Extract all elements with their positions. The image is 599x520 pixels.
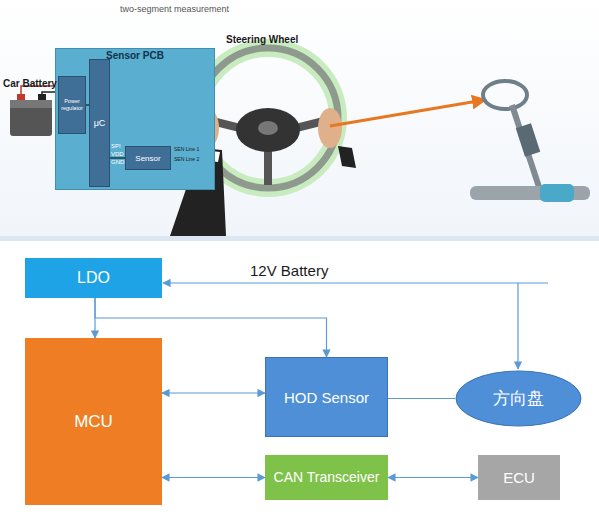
sensor-pcb: Sensor PCB Power regulator μC Sensor — [55, 48, 215, 190]
supply-wire — [163, 282, 548, 283]
node-text: Sensor PCB — [106, 50, 164, 61]
illustration-background — [0, 0, 599, 236]
battery-body — [10, 100, 52, 136]
signal-name: GND — [111, 159, 124, 165]
connector-line — [162, 477, 265, 478]
pointer-arrow — [330, 100, 484, 126]
supply-label: 12V Battery — [250, 262, 328, 279]
signal-name: SPI — [111, 143, 121, 149]
signal-name: SEN Line 2 — [174, 156, 199, 162]
microcontroller-chip: μC — [89, 59, 110, 187]
sensor-box: HOD Sensor — [265, 357, 388, 437]
diagram-title: two-segment measurement — [120, 4, 229, 14]
sensor-chip: Sensor — [125, 146, 171, 170]
rack-motor — [540, 184, 574, 202]
connector-line — [94, 298, 95, 338]
steering-wheel-ellipse: 方向盘 — [455, 370, 582, 427]
transceiver-box: CAN Transceiver — [265, 455, 388, 500]
regulator-box: LDO — [25, 258, 162, 298]
power-regulator-chip: Power regulator — [58, 76, 86, 134]
mcu-box: MCU — [25, 338, 162, 505]
connector-line — [162, 392, 265, 393]
node-text: ECU — [503, 469, 535, 486]
battery-lid — [10, 100, 52, 108]
node-text: μC — [94, 118, 106, 128]
steering-column — [512, 105, 540, 190]
connector-line — [388, 477, 478, 478]
wheel-hub — [236, 108, 300, 152]
ecu-box: ECU — [478, 455, 560, 500]
node-text: 方向盘 — [493, 387, 544, 410]
battery-terminal — [38, 94, 46, 100]
signal-name: SEN Line 1 — [174, 146, 199, 152]
column-motor — [516, 123, 540, 156]
wheel-logo — [258, 121, 278, 135]
right-hand — [318, 108, 342, 148]
connector-line — [388, 398, 455, 399]
node-text: Sensor — [135, 154, 160, 163]
section-divider — [0, 236, 599, 241]
node-text: MCU — [74, 412, 113, 432]
signal-name: VDD — [111, 151, 124, 157]
left-sleeve — [170, 148, 226, 236]
ellipse-shape — [456, 371, 581, 426]
right-sleeve — [338, 146, 356, 168]
supply-wire — [517, 283, 518, 369]
node-text: CAN Transceiver — [274, 469, 380, 486]
node-text: Power regulator — [59, 98, 85, 112]
column-wheel — [483, 81, 527, 109]
node-text: HOD Sensor — [284, 389, 369, 406]
part-name: Steering Wheel — [226, 34, 298, 45]
node-text: LDO — [77, 269, 110, 287]
part-name: Car Battery — [3, 78, 57, 89]
battery-terminal — [17, 94, 25, 100]
